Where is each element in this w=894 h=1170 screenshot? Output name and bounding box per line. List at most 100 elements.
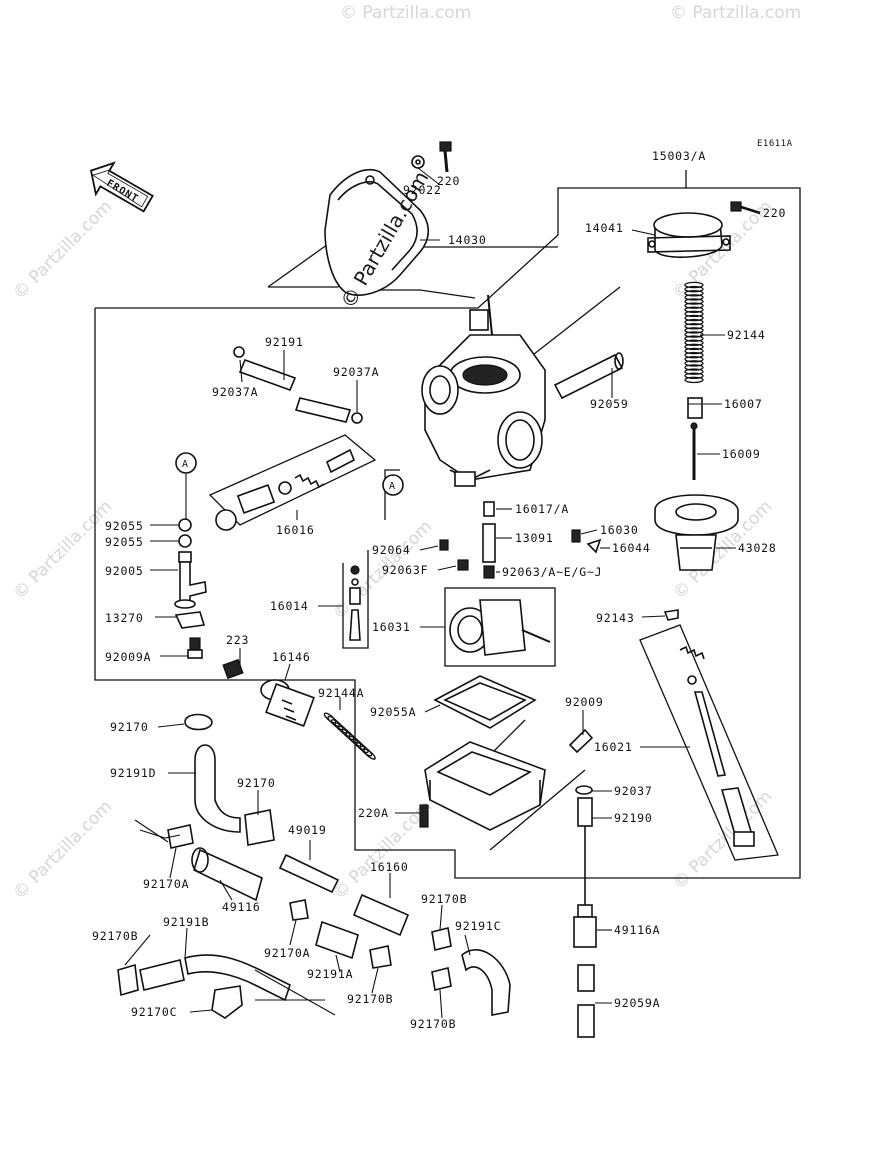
label-92170: 92170: [110, 720, 149, 734]
label-92055: 92055: [105, 535, 144, 549]
label-92063F: 92063F: [382, 563, 428, 577]
label-92170: 92170: [237, 776, 276, 790]
hose-92059: [553, 352, 624, 400]
label-49019: 49019: [288, 823, 327, 837]
label-92144A: 92144A: [318, 686, 364, 700]
label-92191B: 92191B: [163, 915, 209, 929]
spring-coil: [684, 298, 704, 305]
watermark: © Partzilla.com: [9, 797, 116, 904]
spring-coil: [684, 376, 704, 384]
label-13091: 13091: [515, 531, 554, 545]
carb-top-cover: [324, 169, 430, 296]
choke-plunger-set: [639, 609, 779, 861]
label-92055A: 92055A: [370, 705, 416, 719]
pilot-screw-set: [208, 434, 377, 531]
label-92063AEGJ: 92063/A~E/G~J: [502, 565, 602, 579]
label-220: 220: [437, 174, 460, 188]
label-92191C: 92191C: [455, 919, 501, 933]
label-14041: 14041: [585, 221, 624, 235]
part-labels: 15003/A 220 220 92022 14030 14041 92144 …: [92, 149, 786, 1031]
label-16160: 16160: [370, 860, 409, 874]
label-92144: 92144: [727, 328, 766, 342]
label-92191D: 92191D: [110, 766, 156, 780]
label-92170A: 92170A: [143, 877, 189, 891]
needle-holder: [687, 397, 703, 419]
spring-coil: [684, 306, 704, 313]
spring-coil: [684, 355, 704, 363]
label-92037: 92037: [614, 784, 653, 798]
spring-coil: [356, 742, 369, 754]
spring-coil: [323, 712, 337, 724]
svg-text:A: A: [182, 459, 189, 470]
float-bowl: [419, 741, 546, 831]
callout-a-center: A: [382, 474, 404, 496]
label-16031: 16031: [372, 620, 411, 634]
label-223: 223: [226, 633, 249, 647]
spring-92144A: [323, 712, 376, 760]
spring-coil: [363, 748, 376, 760]
spring-coil: [359, 745, 373, 757]
spring-coil: [684, 281, 704, 289]
label-92009: 92009: [565, 695, 604, 709]
spring-coil: [684, 289, 704, 297]
label-92059A: 92059A: [614, 996, 660, 1010]
spring-coil: [341, 728, 355, 741]
callout-a-left: A: [175, 452, 197, 474]
label-14030: 14030: [448, 233, 487, 247]
label-16009: 16009: [722, 447, 761, 461]
spring-coil: [330, 719, 344, 731]
label-92170A: 92170A: [264, 946, 310, 960]
label-13270: 13270: [105, 611, 144, 625]
label-92143: 92143: [596, 611, 635, 625]
label-92037A: 92037A: [333, 365, 379, 379]
label-220: 220: [763, 206, 786, 220]
lower-left-hoses: [167, 713, 511, 1016]
label-92191: 92191: [265, 335, 304, 349]
spring-coil: [684, 360, 704, 367]
jet-needle: [690, 422, 698, 480]
spring-coil: [684, 327, 704, 334]
label-49116: 49116: [222, 900, 261, 914]
svg-text:A: A: [389, 481, 396, 492]
label-16014: 16014: [270, 599, 309, 613]
vacuum-piston: [654, 494, 739, 571]
label-16016: 16016: [276, 523, 315, 537]
label-16017A: 16017/A: [515, 502, 569, 516]
spring: [684, 281, 704, 384]
label-92064: 92064: [372, 543, 411, 557]
label-92170B: 92170B: [92, 929, 138, 943]
label-92170B: 92170B: [421, 892, 467, 906]
label-49116A: 49116A: [614, 923, 660, 937]
label-16030: 16030: [600, 523, 639, 537]
label-16021: 16021: [594, 740, 633, 754]
label-92190: 92190: [614, 811, 653, 825]
spring-coil: [684, 364, 704, 371]
spring-coil: [684, 335, 704, 342]
label-92055: 92055: [105, 519, 144, 533]
spring-coil: [684, 372, 704, 379]
label-92005: 92005: [105, 564, 144, 578]
spring-coil: [334, 722, 348, 734]
label-16007: 16007: [724, 397, 763, 411]
spring-coil: [338, 725, 351, 737]
spring-coil: [352, 738, 366, 750]
label-92022: 92022: [403, 183, 442, 197]
drain-screw: [568, 728, 594, 754]
spring-coil: [684, 310, 704, 318]
label-16146: 16146: [272, 650, 311, 664]
spring-coil: [684, 314, 704, 322]
spring-coil: [684, 347, 704, 355]
spring-coil: [684, 351, 704, 359]
accelerator-pump: [222, 658, 315, 727]
throttle-stop-box: [444, 587, 556, 667]
label-92037A: 92037A: [212, 385, 258, 399]
watermark: © Partzilla.com: [9, 197, 116, 304]
spring-coil: [684, 285, 704, 293]
label-92170B: 92170B: [410, 1017, 456, 1031]
spring-coil: [684, 318, 704, 326]
watermark: © Partzilla.com: [340, 3, 471, 23]
float-gasket: [433, 675, 537, 729]
label-43028: 43028: [738, 541, 777, 555]
